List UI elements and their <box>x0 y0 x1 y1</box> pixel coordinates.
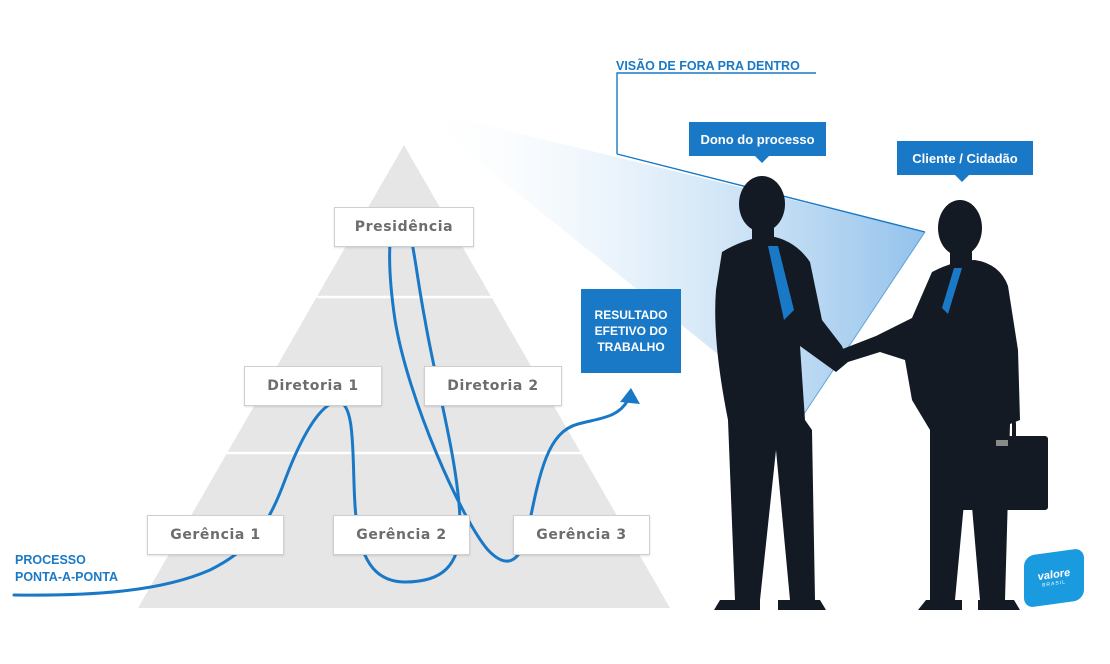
box-gerencia-2: Gerência 2 <box>333 515 470 555</box>
box-diretoria-2: Diretoria 2 <box>424 366 562 406</box>
owner-tag: Dono do processo <box>689 122 826 163</box>
process-label-line2: PONTA-A-PONTA <box>15 570 118 584</box>
vision-label: VISÃO DE FORA PRA DENTRO <box>616 59 800 73</box>
briefcase-icon <box>936 416 1048 510</box>
process-owner-silhouette <box>714 176 848 610</box>
box-presidencia: Presidência <box>334 207 474 247</box>
process-label-line1: PROCESSO <box>15 553 86 567</box>
valore-logo: valore BRASIL <box>1024 547 1084 609</box>
vision-bracket <box>616 72 816 154</box>
beam-edge <box>799 231 926 421</box>
process-label: PROCESSO PONTA-A-PONTA <box>15 552 118 586</box>
box-gerencia-1: Gerência 1 <box>147 515 284 555</box>
box-gerencia-3: Gerência 3 <box>513 515 650 555</box>
client-tag: Cliente / Cidadão <box>897 141 1033 182</box>
process-path <box>12 212 630 597</box>
result-line3: TRABALHO <box>597 340 665 354</box>
result-line2: EFETIVO DO <box>594 324 668 338</box>
client-silhouette <box>840 200 1020 610</box>
result-box: RESULTADO EFETIVO DO TRABALHO <box>581 289 681 373</box>
box-diretoria-1: Diretoria 1 <box>244 366 382 406</box>
arrow-up-icon <box>620 388 640 404</box>
result-line1: RESULTADO <box>594 308 668 322</box>
